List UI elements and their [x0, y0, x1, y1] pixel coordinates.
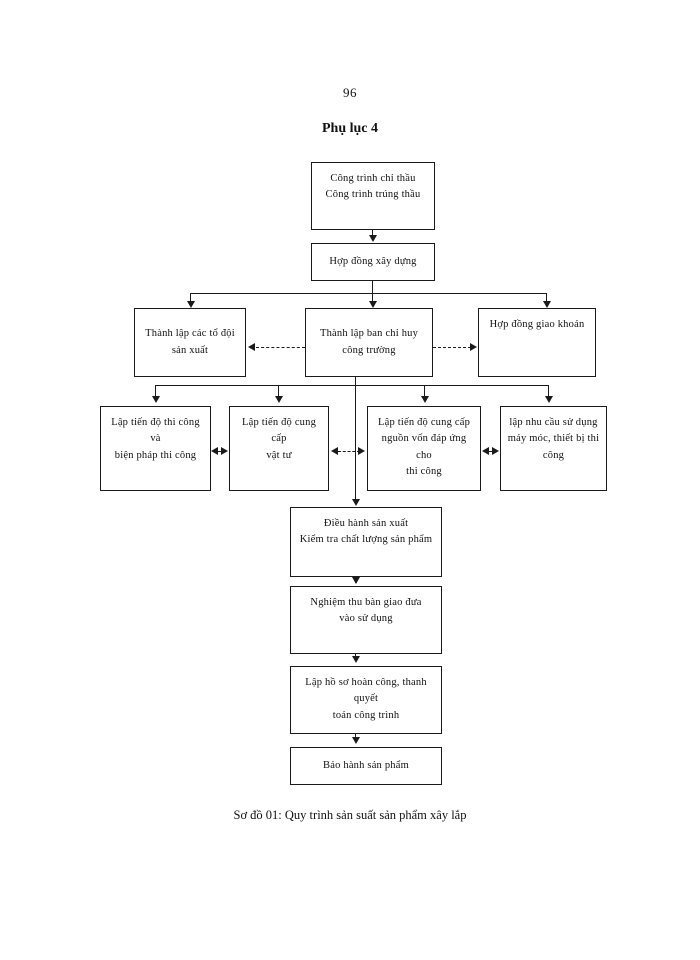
- node-cong-trinh-chi-thau: Công trình chỉ thầu Công trình trúng thầ…: [311, 162, 435, 230]
- node-line-1: Hợp đồng xây dựng: [329, 255, 417, 267]
- node-line-2: sản xuất: [171, 344, 209, 356]
- edge-bus-row2-right-drop: [546, 293, 547, 305]
- node-line-2: vật tư: [266, 449, 292, 461]
- node-line-2: nguồn vốn đáp ứng cho: [381, 433, 467, 461]
- node-lap-ho-so-hoan-cong: Lập hồ sơ hoàn công, thanh quyết toán cô…: [290, 666, 442, 734]
- edge-n6-n7-arrowhead-left: [211, 447, 218, 455]
- edge-bus-row2-mid-arrowhead: [369, 301, 377, 308]
- edge-n4-n3-arrowhead: [248, 343, 255, 351]
- edge-n4-n5-arrowhead: [470, 343, 477, 351]
- node-line-1: Lập tiến độ cung cấp: [241, 417, 317, 445]
- edge-bus-row3-arrowhead-4: [545, 396, 553, 403]
- edge-bus-row3-drop-3: [424, 385, 425, 399]
- node-line-2: Kiểm tra chất lượng sản phẩm: [299, 534, 433, 546]
- page-number: 96: [343, 85, 357, 100]
- node-line-1: Thành lập các tổ đội: [145, 328, 235, 340]
- figure-caption: Sơ đồ 01: Quy trình sản suất sản phẩm xâ…: [233, 808, 467, 822]
- edge-bus-row3-drop-2: [278, 385, 279, 399]
- node-line-2: máy móc, thiết bị thi: [507, 433, 600, 445]
- node-line-2: vào sử dụng: [339, 613, 393, 625]
- edge-bus-row2-left-arrowhead: [187, 301, 195, 308]
- node-line-1: Bảo hành sản phẩm: [323, 759, 409, 771]
- node-hop-dong-giao-khoan: Hợp đồng giao khoán: [478, 308, 596, 377]
- node-lap-tien-do-nguon-von: Lập tiến độ cung cấp nguồn vốn đáp ứng c…: [367, 406, 481, 491]
- edge-n2-bus-drop: [372, 281, 373, 293]
- node-line-2: Công trình trúng thầu: [325, 189, 421, 201]
- edge-n8-n9-arrowhead-left: [482, 447, 489, 455]
- edge-bus-row3-arrowhead-2: [275, 396, 283, 403]
- edge-bus-row3-drop-1: [155, 385, 156, 399]
- edge-bus-row3: [155, 385, 548, 386]
- node-thanh-lap-to-doi: Thành lập các tổ đội sản xuất: [134, 308, 246, 377]
- node-line-1: Nghiệm thu bàn giao đưa: [310, 597, 422, 608]
- node-lap-tien-do-vat-tu: Lập tiến độ cung cấp vật tư: [229, 406, 329, 491]
- edge-n1-n2-line: [372, 230, 373, 236]
- node-line-1: Công trình chỉ thầu: [330, 173, 416, 184]
- node-line-1: Thành lập ban chỉ huy: [319, 328, 419, 340]
- edge-bus-row3-arrowhead-1: [152, 396, 160, 403]
- edge-n4-n10-spine: [355, 385, 356, 500]
- node-line-1: lập nhu cầu sử dụng: [509, 417, 598, 428]
- edge-bus-row2-right-arrowhead: [543, 301, 551, 308]
- edge-n4-bus-drop: [355, 377, 356, 385]
- edge-n4-n3-dashed: [256, 347, 305, 348]
- node-line-1: Hợp đồng giao khoán: [489, 319, 585, 330]
- edge-bus-row2-left-drop: [190, 293, 191, 305]
- edge-n6-n7-arrowhead-right: [221, 447, 228, 455]
- edge-bus-row3-arrowhead-3: [421, 396, 429, 403]
- node-line-3: công: [542, 449, 565, 461]
- appendix-title: Phụ lục 4: [321, 121, 378, 136]
- node-line-2: toán công trình: [332, 709, 400, 721]
- node-thanh-lap-ban-chi-huy: Thành lập ban chỉ huy công trường: [305, 308, 433, 377]
- edge-n12-n13-arrowhead: [352, 737, 360, 744]
- node-line-2: biện pháp thi công: [114, 449, 197, 461]
- node-lap-nhu-cau-may-moc: lập nhu cầu sử dụng máy móc, thiết bị th…: [500, 406, 607, 491]
- node-line-2: công trường: [342, 344, 396, 356]
- node-line-1: Điều hành sản xuất: [323, 518, 409, 529]
- edge-n6-n7-line: [215, 451, 225, 452]
- edge-bus-row3-drop-4: [548, 385, 549, 399]
- edge-n8-n9-arrowhead-right: [492, 447, 499, 455]
- node-dieu-hanh-san-xuat: Điều hành sản xuất Kiểm tra chất lượng s…: [290, 507, 442, 577]
- edge-n8-n9-line: [486, 451, 496, 452]
- edge-n7-n8-arrowhead-right: [358, 447, 365, 455]
- node-line-1: Lập tiến độ thi công và: [111, 417, 200, 445]
- edge-n10-n11-arrowhead: [352, 577, 360, 584]
- edge-n4-n10-arrowhead: [352, 499, 360, 506]
- node-line-3: thi công: [406, 465, 442, 477]
- edge-n7-n8-arrowhead-left: [331, 447, 338, 455]
- node-line-1: Lập tiến độ cung cấp: [377, 417, 471, 428]
- edge-n7-n8-dashed: [338, 451, 360, 452]
- node-nghiem-thu-ban-giao: Nghiệm thu bàn giao đưa vào sử dụng: [290, 586, 442, 654]
- node-lap-tien-do-thi-cong: Lập tiến độ thi công và biện pháp thi cô…: [100, 406, 211, 491]
- node-line-1: Lập hồ sơ hoàn công, thanh quyết: [305, 677, 427, 705]
- edge-bus-row2: [190, 293, 546, 294]
- edge-n4-n5-dashed: [433, 347, 471, 348]
- edge-n1-n2-arrowhead: [369, 235, 377, 242]
- edge-n11-n12-arrowhead: [352, 656, 360, 663]
- node-hop-dong-xay-dung: Hợp đồng xây dựng: [311, 243, 435, 281]
- edge-bus-row2-mid-drop: [372, 293, 373, 305]
- node-bao-hanh-san-pham: Bảo hành sản phẩm: [290, 747, 442, 785]
